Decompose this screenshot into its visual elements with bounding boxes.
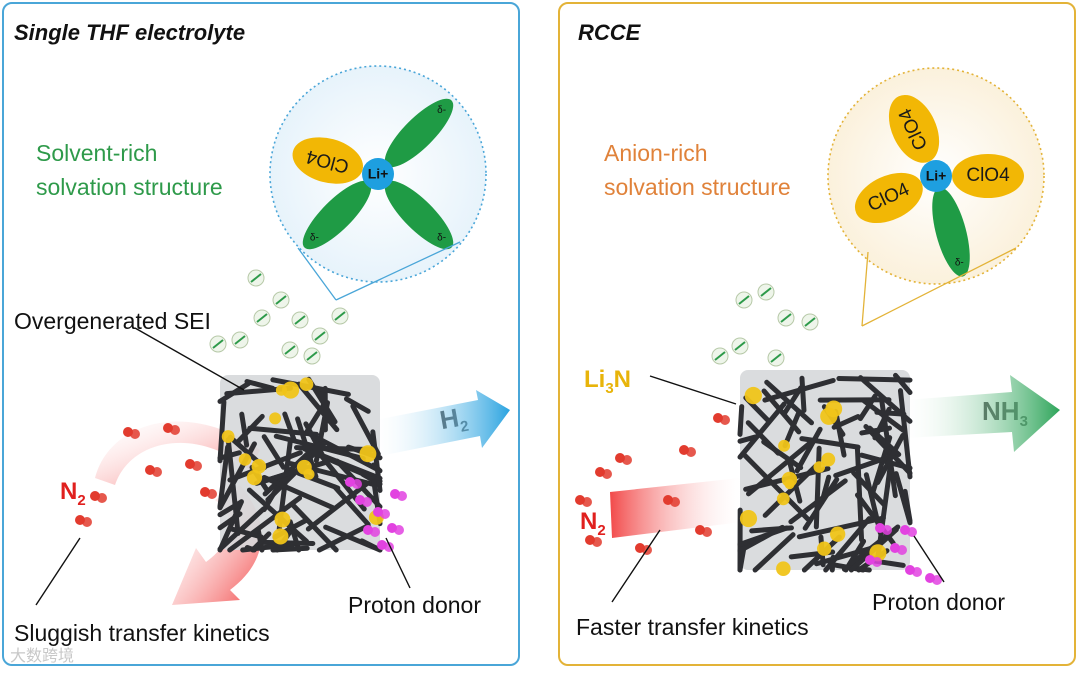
right-panel-title: RCCE [578,20,641,45]
nh3-label: NH3 [982,396,1028,430]
right-proton-donor-label: Proton donor [872,589,1005,615]
sei-label: Overgenerated SEI [14,308,211,334]
left-n2-label: N2 [60,478,86,509]
left-panel-title: Single THF electrolyte [14,20,246,45]
li3n-label: Li3N [584,366,632,397]
left-proton-donor-label: Proton donor [348,592,481,618]
right-n2-label: N2 [580,508,606,539]
right-panel [558,2,1076,666]
right-solvation-line2: solvation structure [604,174,791,200]
faster-kinetics-label: Faster transfer kinetics [576,614,809,640]
left-solvation-line2: solvation structure [36,174,223,200]
right-solvation-line1: Anion-rich [604,140,708,166]
h2-label: H2 [437,402,471,436]
watermark: 大数跨境 [10,648,75,665]
sluggish-kinetics-label: Sluggish transfer kinetics [14,620,270,646]
left-solvation-line1: Solvent-rich [36,140,158,166]
